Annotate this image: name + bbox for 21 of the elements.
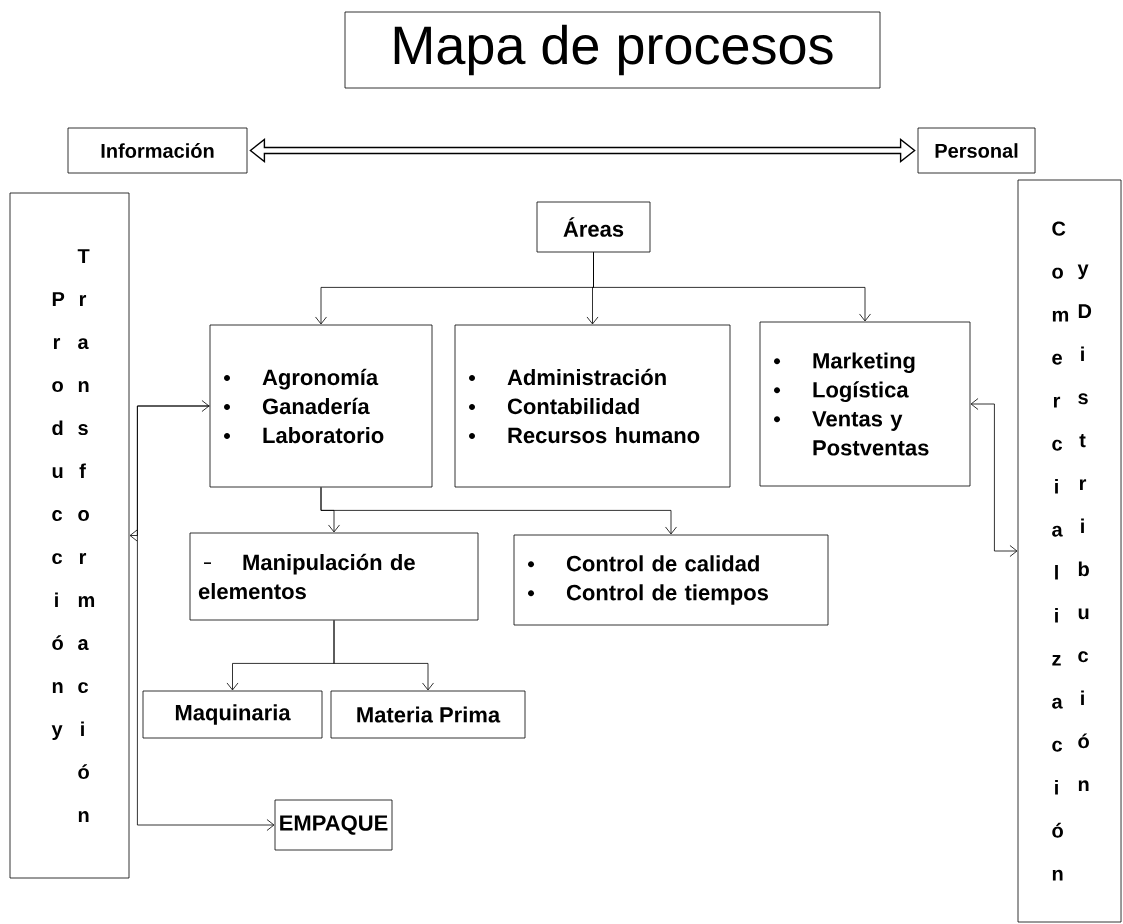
process-column-box: Comercialización y Distribución (1017, 179, 1122, 923)
arrow (970, 398, 1018, 557)
process-box: Manipulación de elementos (189, 532, 479, 621)
title-box: Mapa de procesos (344, 11, 881, 89)
label-box: Personal (917, 127, 1036, 174)
arrow (137, 400, 275, 831)
double-arrow (249, 138, 916, 163)
process-column-box: Producción y Transformación (9, 192, 130, 879)
list-box: Marketing Logística Ventas y Postventas (759, 321, 971, 487)
arrow (320, 487, 677, 535)
process-box: Áreas (536, 201, 651, 253)
arrow (129, 405, 210, 542)
arrow (593, 252, 871, 322)
arrow (333, 620, 434, 691)
list-box: Administración Contabilidad Recursos humano (454, 324, 731, 488)
process-box: Maquinaria (142, 690, 323, 739)
process-box: Materia Prima (330, 690, 526, 739)
list-box: Agronomía Ganadería Laboratorio (209, 324, 433, 488)
label-box: Información (67, 127, 248, 174)
list-box: Control de calidad Control de tiempos (513, 534, 829, 626)
process-box: EMPAQUE (274, 799, 393, 851)
